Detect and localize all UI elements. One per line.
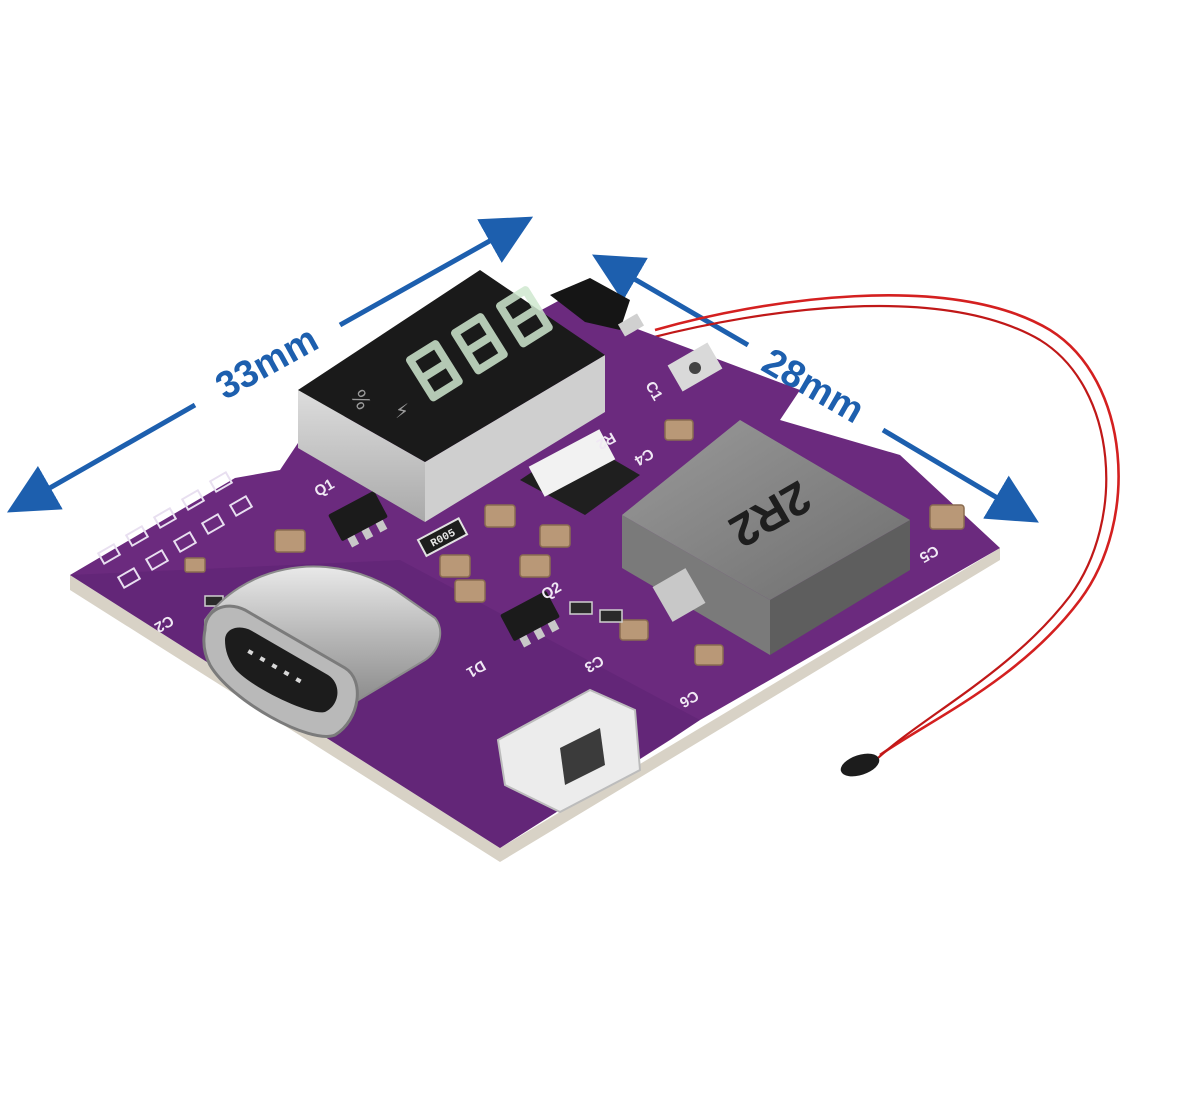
thermistor-wire — [649, 294, 1120, 777]
capacitor — [539, 524, 571, 548]
display-bolt-icon: ⚡ — [395, 399, 409, 423]
usb-c-port-opening — [225, 627, 338, 713]
capacitor — [454, 579, 486, 603]
capacitor — [184, 557, 206, 573]
dimension-arrow-back — [592, 254, 750, 348]
dimension-arrow-front — [881, 427, 1039, 523]
digit — [406, 340, 463, 402]
smd-capacitors — [184, 419, 965, 666]
capacitor — [274, 529, 306, 553]
capacitor — [929, 504, 965, 530]
inductor-top-face — [622, 420, 910, 600]
display-side-face — [425, 355, 605, 522]
usb-c-connector — [202, 565, 442, 738]
resistor — [599, 609, 623, 623]
display-digits — [406, 286, 553, 402]
battery-connector — [550, 278, 645, 337]
led-display: % ⚡ — [298, 270, 605, 522]
digit — [451, 313, 508, 375]
smd-resistors — [204, 595, 623, 623]
usb-c-contacts — [247, 649, 302, 684]
wire-strand-b — [649, 304, 1108, 759]
resistor — [569, 601, 593, 615]
thermistor-bead — [840, 753, 880, 777]
transistor-q2 — [500, 591, 560, 648]
capacitor — [694, 644, 724, 666]
wire-strand-a — [654, 294, 1120, 757]
capacitor — [484, 504, 516, 528]
display-front-face — [298, 390, 425, 522]
power-inductor: 2R2 — [622, 420, 910, 655]
capacitor — [519, 554, 551, 578]
transistor-q1 — [328, 491, 388, 548]
mounting-hole — [667, 342, 723, 392]
digit — [496, 286, 553, 348]
sense-resistor-body — [416, 517, 469, 558]
pcb-pad-grid — [96, 470, 254, 590]
inductor-terminal — [652, 568, 706, 622]
switch-knob — [560, 728, 605, 785]
main-ic — [520, 429, 640, 515]
inductor-side-face — [770, 520, 910, 655]
capacitor — [619, 619, 649, 641]
dimension-arrow-right — [338, 216, 534, 328]
inductor-front-face — [622, 515, 770, 655]
capacitor — [664, 419, 694, 441]
capacitor — [439, 554, 471, 578]
dimension-arrow-left — [6, 402, 197, 513]
slide-switch — [496, 688, 642, 814]
